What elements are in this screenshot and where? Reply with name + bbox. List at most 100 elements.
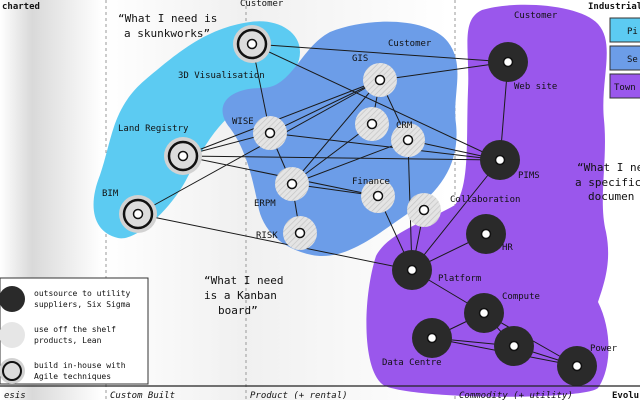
node-label: Web site [514, 82, 557, 92]
side-button-settler[interactable]: Se [609, 45, 640, 71]
legend-text: outsource to utility [34, 289, 131, 298]
node-land-registry[interactable]: Land Registry [118, 124, 202, 175]
node-finance[interactable]: Finance [352, 177, 395, 213]
node-website: Web site [514, 82, 557, 92]
side-button-town-planner-label: Town [614, 83, 636, 93]
side-button-town-planner[interactable]: Town [609, 73, 640, 99]
node-label: GIS [352, 54, 368, 64]
node-data-centre[interactable]: Data Centre [382, 318, 452, 368]
link-gis-erpm [291, 79, 381, 185]
node-dot [480, 228, 492, 240]
link-bim-gis [137, 79, 381, 215]
node-dot [508, 340, 520, 352]
phase-custom: Custom Built [110, 391, 175, 400]
node-label: Compute [502, 292, 540, 302]
node-dot [366, 118, 378, 130]
node-crm-a[interactable] [355, 107, 389, 141]
node-label: HR [502, 243, 513, 253]
side-button-pioneer-label: Pi [627, 27, 638, 37]
node-label: Power [590, 344, 618, 354]
node-compute[interactable]: Compute [464, 292, 540, 333]
node-label: PIMS [518, 171, 540, 181]
settler-region [222, 21, 458, 257]
link-land-registry-gis [182, 79, 381, 157]
node-label: Customer [240, 0, 284, 9]
node-visualisation: 3D Visualisation [178, 71, 265, 81]
node-dot [132, 208, 144, 220]
node-risk[interactable]: RISK [256, 216, 317, 250]
quote-kanban: “What I need is a Kanban board” [204, 274, 290, 317]
legend-text: use off the shelf [34, 325, 116, 334]
node-collaboration: Collaboration [450, 195, 520, 205]
node-label: Collaboration [450, 195, 520, 205]
node-label: CRM [396, 121, 413, 131]
node-erpm[interactable]: ERPM [254, 167, 309, 209]
quote-specification: “What I ne a specific documen [575, 161, 640, 203]
legend-swatch [0, 322, 25, 348]
node-dot [478, 307, 490, 319]
node-label: WISE [232, 117, 254, 127]
node-hr[interactable]: HR [466, 214, 513, 254]
node-dot [402, 134, 414, 146]
legend-item-off-shelf: use off the shelf products, Lean [0, 322, 116, 348]
node-wise[interactable]: WISE [232, 116, 287, 150]
node-collab-node[interactable] [407, 193, 441, 227]
node-label: 3D Visualisation [178, 71, 265, 81]
node-dot [406, 264, 418, 276]
legend-box [0, 277, 149, 385]
legend-text: Agile techniques [34, 372, 111, 381]
node-dot [177, 150, 189, 162]
node-crm[interactable]: CRM [391, 121, 425, 157]
phase-commodity: Commodity (+ utility) [459, 391, 573, 400]
node-dot [286, 178, 298, 190]
node-platform[interactable]: Platform [392, 250, 481, 290]
node-gis[interactable]: GIS [352, 54, 397, 97]
node-dot [264, 127, 276, 139]
side-button-town-planner-bg [609, 73, 640, 99]
legend-swatch [0, 286, 25, 312]
phase-genesis: esis [4, 391, 26, 400]
node-dot [571, 360, 583, 372]
node-power[interactable]: Power [557, 344, 618, 386]
node-label: Customer [388, 39, 432, 49]
node-customer-3[interactable]: Customer [488, 11, 558, 82]
legend: outsource to utility suppliers, Six Sigma… [0, 277, 149, 385]
side-button-settler-bg [609, 45, 640, 71]
node-dot [372, 190, 384, 202]
node-label: Platform [438, 274, 481, 284]
side-button-pioneer-bg [609, 17, 640, 43]
phase-product: Product (+ rental) [250, 391, 348, 400]
legend-text: products, Lean [34, 336, 102, 345]
link-land-registry-pims [182, 155, 501, 161]
node-dot [494, 154, 506, 166]
node-label: Customer [514, 11, 558, 21]
legend-text: suppliers, Six Sigma [34, 300, 131, 309]
town-planner-region [366, 4, 609, 397]
node-customer-2: Customer [388, 39, 432, 49]
node-customer-1[interactable]: Customer [233, 0, 284, 63]
node-label: RISK [256, 231, 278, 241]
legend-swatch-core [2, 361, 22, 381]
node-dot [418, 204, 430, 216]
node-dot [246, 38, 258, 50]
node-label: Land Registry [118, 124, 189, 134]
node-label: Data Centre [382, 358, 442, 368]
side-button-pioneer[interactable]: Pi [609, 17, 640, 43]
node-bim[interactable]: BIM [102, 189, 157, 233]
node-dc-b[interactable] [494, 326, 534, 366]
link-gis-wise [269, 79, 381, 134]
node-dot [502, 56, 514, 68]
node-dot [374, 74, 386, 86]
quote-skunkworks: “What I need is a skunkworks” [118, 12, 224, 40]
uncharted-label: charted [2, 2, 40, 12]
link-pims-platform [411, 159, 501, 271]
link-customer-1-customer-3 [251, 43, 509, 63]
node-pims[interactable]: PIMS [480, 140, 540, 181]
link-wise-pims [269, 132, 501, 161]
legend-item-outsource: outsource to utility suppliers, Six Sigma [0, 286, 131, 312]
legend-items: outsource to utility suppliers, Six Sigma… [0, 286, 131, 384]
